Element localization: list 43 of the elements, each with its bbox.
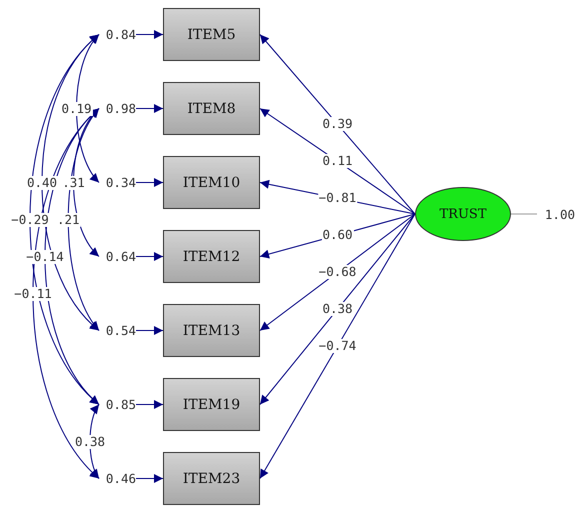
observed-variable-box: ITEM8 — [163, 82, 260, 135]
arrow — [136, 30, 164, 39]
edge-label: −0.81 — [318, 191, 358, 206]
edge-label: 0.40 — [26, 176, 58, 190]
observed-variable-box: ITEM10 — [163, 156, 260, 209]
arrow — [136, 400, 164, 409]
arrow — [136, 474, 164, 483]
edge-label: 0.38 — [74, 434, 106, 448]
value-label: 0.46 — [106, 471, 136, 486]
edge-label: 0.19 — [60, 102, 93, 116]
edge-label: 0.38 — [321, 302, 354, 316]
value-label: 1.00 — [544, 206, 575, 222]
value-label: 0.85 — [106, 397, 136, 412]
edge-label: −0.14 — [25, 250, 65, 264]
observed-variable-box: ITEM5 — [163, 8, 260, 61]
arrow — [260, 214, 416, 405]
arrow — [136, 104, 164, 113]
value-label: 0.34 — [106, 175, 136, 190]
observed-variable-box: ITEM13 — [163, 304, 260, 357]
edge-label: −0.11 — [13, 286, 53, 300]
arrow — [136, 252, 164, 261]
arrow — [260, 214, 416, 479]
value-label: 0.54 — [106, 323, 136, 338]
value-label: 0.98 — [106, 101, 136, 116]
edge-label: −0.68 — [318, 265, 358, 280]
arrow — [260, 214, 416, 331]
edge-label: 0.39 — [321, 117, 354, 132]
arrow — [136, 178, 164, 187]
edge-label: 0.11 — [321, 154, 354, 168]
edge-label: 0.60 — [321, 228, 354, 242]
observed-variable-box: ITEM12 — [163, 230, 260, 283]
observed-variable-box: ITEM23 — [163, 452, 260, 505]
arrow — [68, 108, 100, 331]
value-label: 0.64 — [106, 249, 136, 264]
arrow — [136, 326, 164, 335]
value-label: 0.84 — [106, 27, 136, 42]
arrow — [260, 34, 416, 214]
arrow — [76, 34, 100, 183]
edge-label: −0.29 — [10, 212, 50, 226]
edge-label: −0.74 — [318, 339, 358, 354]
observed-variable-box: ITEM19 — [163, 378, 260, 431]
arrow — [260, 108, 416, 214]
latent-variable-ellipse: TRUST — [415, 187, 511, 241]
